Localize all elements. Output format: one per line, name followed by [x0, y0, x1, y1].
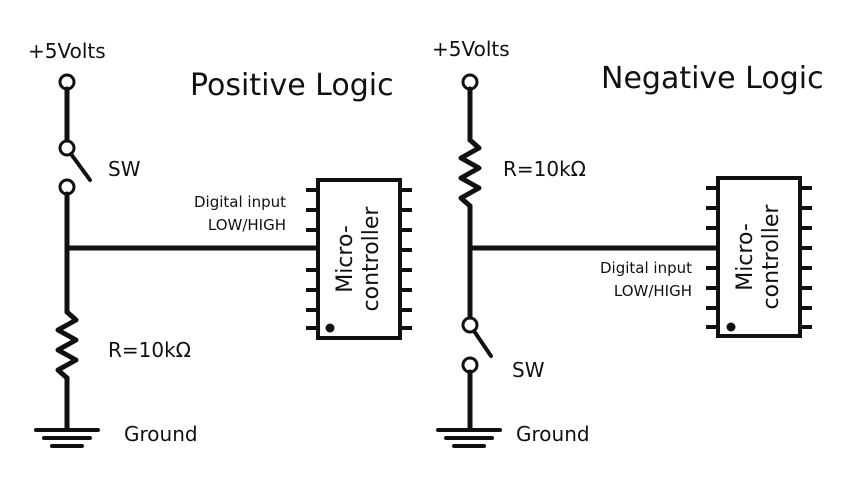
positive-input-label-line1: Digital input [194, 193, 286, 211]
negative-supply-label: +5Volts [432, 37, 510, 61]
negative-switch-top-terminal [461, 316, 479, 334]
positive-microcontroller: Micro- controller [306, 178, 412, 340]
negative-chip-label-line1: Micro- [733, 223, 758, 291]
negative-switch-lever [472, 329, 493, 358]
positive-chip-label-line1: Micro- [333, 225, 358, 293]
negative-resistor [458, 137, 482, 209]
positive-supply-label: +5Volts [28, 39, 106, 63]
positive-switch-label: SW [108, 157, 141, 181]
positive-chip-pin1-dot [325, 323, 335, 333]
negative-chip-label-line2: controller [759, 204, 784, 310]
positive-switch-top-terminal [58, 139, 76, 157]
negative-microcontroller: Micro- controller [706, 176, 812, 338]
positive-resistor [55, 309, 79, 381]
negative-switch-label: SW [512, 358, 545, 382]
negative-ground-label: Ground [516, 422, 590, 446]
negative-logic-circuit: Negative Logic +5Volts R=10kΩ SW Ground … [432, 37, 824, 448]
negative-ground-symbol [436, 428, 502, 448]
positive-resistor-label: R=10kΩ [108, 338, 191, 362]
positive-ground-symbol [34, 428, 100, 448]
negative-chip-body [716, 176, 802, 338]
positive-chip-label-line2: controller [359, 206, 384, 312]
negative-switch [461, 316, 493, 374]
positive-input-label-line2: LOW/HIGH [208, 216, 286, 234]
positive-chip-body [316, 178, 402, 340]
positive-ground-label: Ground [124, 422, 198, 446]
positive-switch [58, 139, 92, 196]
negative-input-label-line2: LOW/HIGH [614, 282, 692, 300]
negative-resistor-label: R=10kΩ [503, 157, 586, 181]
negative-chip-pin1-dot [726, 322, 736, 332]
positive-logic-title: Positive Logic [190, 68, 394, 103]
positive-switch-lever [69, 152, 92, 182]
negative-input-label-line1: Digital input [600, 259, 692, 277]
negative-logic-title: Negative Logic [601, 61, 824, 96]
positive-logic-circuit: Positive Logic +5Volts SW R=10kΩ Ground … [28, 39, 412, 448]
